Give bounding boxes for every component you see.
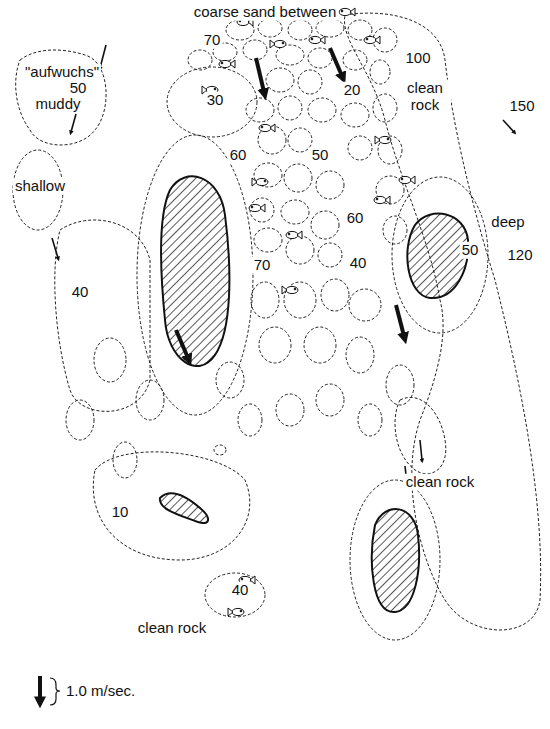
map-label: shallow xyxy=(13,178,67,195)
map-label: 150 xyxy=(507,98,536,115)
map-label: 50 xyxy=(68,80,89,97)
scale-arrow xyxy=(40,676,60,705)
map-label: 40 xyxy=(230,582,251,599)
map-label: 40 xyxy=(70,284,91,301)
map-label: "aufwuchs" xyxy=(23,64,101,81)
map-label: 60 xyxy=(228,147,249,164)
map-label: 40 xyxy=(348,255,369,272)
map-label: 70 xyxy=(202,32,223,49)
map-label: 50 xyxy=(310,147,331,164)
map-label: 70 xyxy=(252,257,273,274)
map-label: 100 xyxy=(403,50,432,67)
scale-label: 1.0 m/sec. xyxy=(64,683,137,700)
map-label: deep xyxy=(489,214,526,231)
map-label: coarse sand between xyxy=(192,4,339,21)
map-label: 10 xyxy=(110,504,131,521)
map-label: clean rock xyxy=(404,474,476,491)
map-label: clean rock xyxy=(136,620,208,637)
map-label: 20 xyxy=(342,82,363,99)
map-label: 120 xyxy=(505,247,534,264)
map-label: 50 xyxy=(460,242,481,259)
map-label: clean rock xyxy=(399,80,451,113)
map-label: 60 xyxy=(345,210,366,227)
map-label: 30 xyxy=(205,92,226,109)
map-label: muddy xyxy=(33,96,82,113)
